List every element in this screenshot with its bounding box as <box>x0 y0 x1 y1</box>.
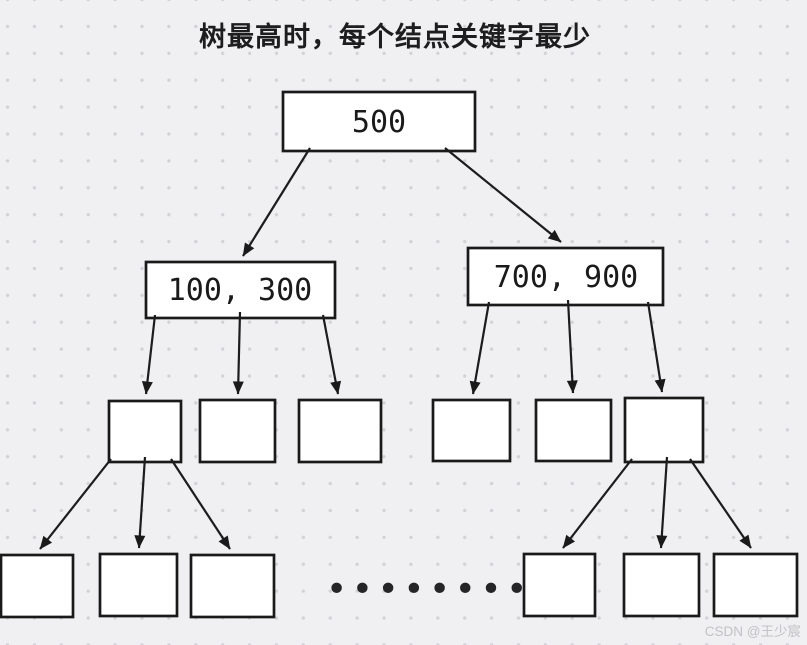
edge-l3-1-to-l4-c <box>170 458 231 550</box>
edge-l2left-to-l3-3 <box>321 314 342 395</box>
node-l4-e-box <box>622 552 701 618</box>
edge-l2right-to-l3-4 <box>469 301 491 395</box>
csdn-watermark: CSDN @王少宸 <box>704 624 801 639</box>
node-l3-5-box <box>534 398 613 463</box>
edge-l2left-to-l3-1 <box>141 314 157 395</box>
edge-l3-6-to-l4-f <box>689 458 752 549</box>
edge-l2right-to-l3-6 <box>646 301 666 393</box>
node-l2-left-box <box>144 260 337 320</box>
edge-root-to-l2-right <box>444 147 562 243</box>
tree-node-labels: 500 100, 300 700, 900 <box>168 105 639 308</box>
edge-l2right-to-l3-5 <box>566 299 578 394</box>
edge-l3-6-to-l4-e <box>656 456 669 549</box>
node-l3-6-box <box>623 396 705 464</box>
node-l2-right-box <box>466 246 665 307</box>
node-l4-f-box <box>712 552 799 618</box>
node-l4-c-box <box>189 553 276 619</box>
node-root-box <box>281 90 477 153</box>
tree-edges <box>39 147 752 550</box>
node-l4-a-box <box>0 553 75 619</box>
edge-l3-1-to-l4-a <box>39 458 112 550</box>
node-l3-4-box <box>431 398 512 463</box>
node-root-label: 500 <box>352 105 406 140</box>
ellipsis-dots: •••••••• <box>326 569 532 610</box>
tree-nodes <box>0 90 799 619</box>
node-l3-2-box <box>198 398 277 464</box>
edge-root-to-l2-left <box>242 147 311 257</box>
node-l3-1-box <box>107 399 183 464</box>
edge-l3-1-to-l4-b <box>134 456 147 549</box>
node-l4-b-box <box>98 552 179 618</box>
node-l3-3-box <box>297 398 383 464</box>
node-l2-left-label: 100, 300 <box>168 273 313 308</box>
edge-l2left-to-l3-2 <box>232 311 244 395</box>
diagram-title: 树最高时，每个结点关键字最少 <box>199 22 591 52</box>
node-l4-d-box <box>522 552 597 618</box>
node-l2-right-label: 700, 900 <box>494 260 639 295</box>
edge-l3-6-to-l4-d <box>562 458 633 549</box>
